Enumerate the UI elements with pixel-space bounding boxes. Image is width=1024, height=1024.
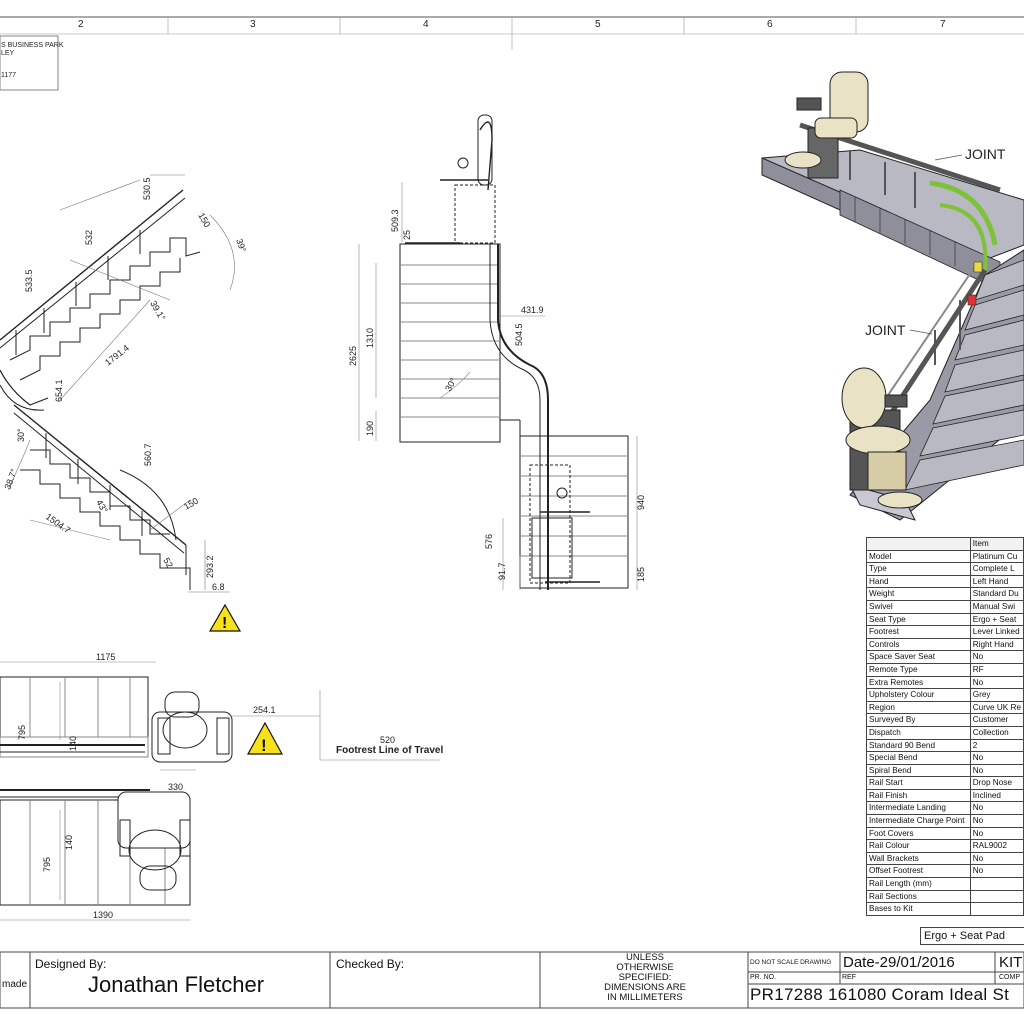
drawing-reference: PR17288 161080 Coram Ideal St <box>750 985 1010 1004</box>
svg-text:576: 576 <box>484 534 494 549</box>
svg-text:504.5: 504.5 <box>514 323 524 346</box>
svg-text:1310: 1310 <box>365 328 375 348</box>
designed-by-label: Designed By: <box>35 957 107 971</box>
warning-icon <box>208 603 242 632</box>
joint-label: JOINT <box>965 146 1006 162</box>
company-phone: 1177 <box>1 72 17 79</box>
svg-text:30°: 30° <box>16 428 26 442</box>
company-address: S BUSINESS PARK <box>1 42 64 49</box>
svg-text:795: 795 <box>17 725 27 740</box>
svg-text:293.2: 293.2 <box>205 555 215 578</box>
svg-text:140: 140 <box>64 835 74 850</box>
zone-number: 4 <box>423 19 429 30</box>
tolerance-note: UNLESS OTHERWISE SPECIFIED: DIMENSIONS A… <box>604 952 686 1003</box>
svg-text:330: 330 <box>168 782 183 792</box>
svg-text:254.1: 254.1 <box>253 705 276 715</box>
svg-text:185: 185 <box>636 567 646 582</box>
seat-type-note: Ergo + Seat Pad <box>920 927 1024 945</box>
zone-number: 6 <box>767 19 773 30</box>
svg-text:520: 520 <box>380 735 395 745</box>
svg-text:940: 940 <box>636 495 646 510</box>
spec-key: Bases to Kit <box>866 902 971 916</box>
spec-value <box>969 902 1024 916</box>
zone-number: 5 <box>595 19 601 30</box>
svg-text:1175: 1175 <box>96 652 115 662</box>
svg-text:!: ! <box>261 736 267 755</box>
title-block-made: made <box>2 979 28 990</box>
svg-text:2625: 2625 <box>348 346 358 366</box>
svg-text:1390: 1390 <box>93 910 113 920</box>
svg-text:6.8: 6.8 <box>212 582 225 592</box>
company-address: LEY <box>1 50 15 57</box>
svg-text:25: 25 <box>402 230 412 240</box>
svg-text:560.7: 560.7 <box>143 443 153 466</box>
svg-text:654.1: 654.1 <box>54 379 64 402</box>
ref-label: REF <box>842 974 856 981</box>
footrest-note: Footrest Line of Travel <box>336 745 444 756</box>
svg-text:795: 795 <box>42 857 52 872</box>
checked-by-label: Checked By: <box>336 957 405 971</box>
warning-icon <box>246 721 284 755</box>
comp-label: COMP <box>999 974 1020 981</box>
zone-number: 2 <box>78 19 84 30</box>
svg-text:190: 190 <box>365 421 375 436</box>
spec-table-header: Item <box>866 537 1024 551</box>
zone-number: 3 <box>250 19 256 30</box>
svg-text:39°: 39° <box>234 237 248 254</box>
svg-text:140: 140 <box>68 736 78 751</box>
svg-text:52: 52 <box>161 556 175 570</box>
svg-text:509.3: 509.3 <box>390 209 400 232</box>
drawing-date: Date-29/01/2016 <box>843 954 955 971</box>
spec-row: Bases to Kit <box>866 902 1024 916</box>
svg-text:91.7: 91.7 <box>497 562 507 580</box>
svg-text:431.9: 431.9 <box>521 305 544 315</box>
kit-label: KIT <box>999 954 1023 971</box>
designer-name: Jonathan Fletcher <box>88 972 265 997</box>
svg-text:532: 532 <box>84 230 94 245</box>
svg-text:!: ! <box>222 615 227 632</box>
spec-header-cell: Item <box>969 537 1024 551</box>
zone-number: 7 <box>940 19 946 30</box>
pr-no-label: PR. NO. <box>750 974 777 981</box>
joint-label: JOINT <box>865 322 906 338</box>
svg-text:530.5: 530.5 <box>142 177 152 200</box>
do-not-scale: DO NOT SCALE DRAWING <box>750 959 832 966</box>
svg-text:533.5: 533.5 <box>24 269 34 292</box>
